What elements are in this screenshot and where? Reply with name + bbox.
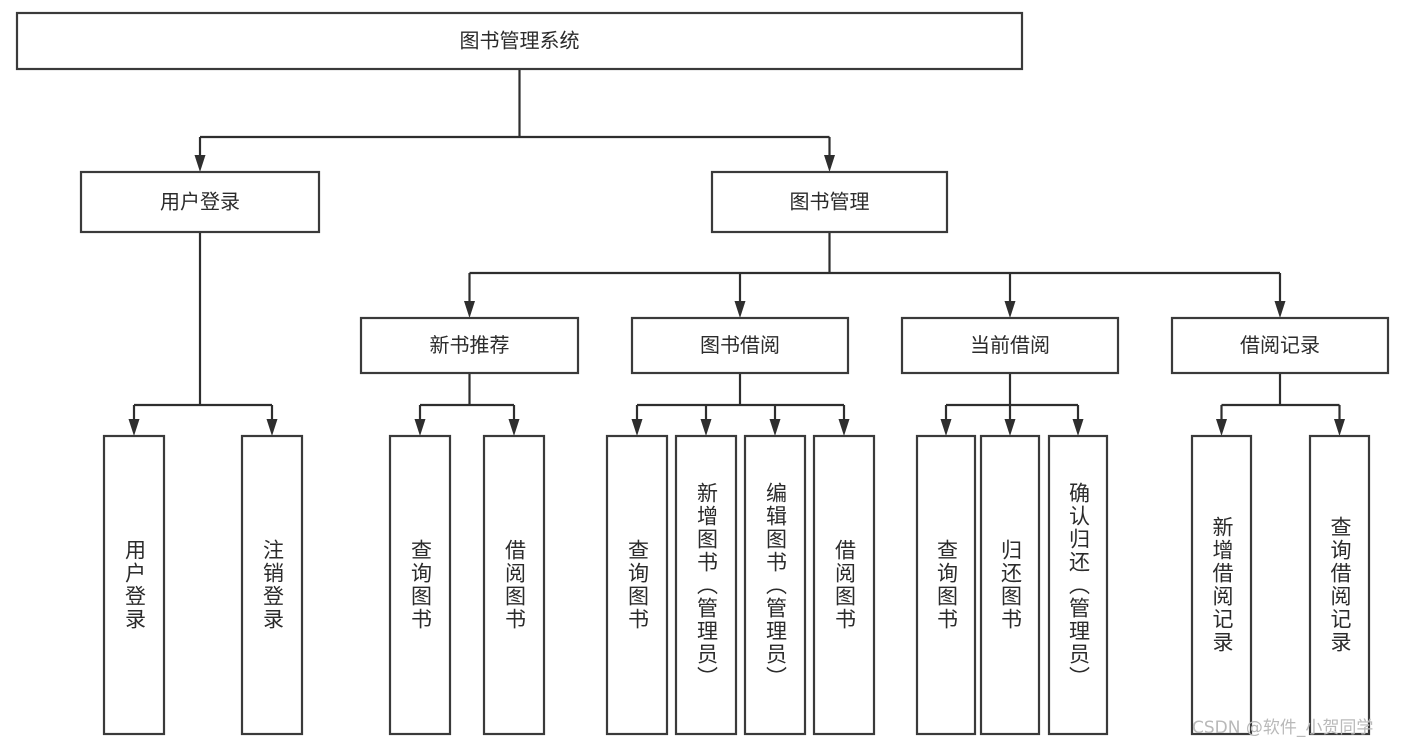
node-label: 图书管理: [790, 190, 870, 214]
arrowhead: [700, 419, 712, 436]
connector-group-current-borrow: [940, 373, 1084, 436]
node-box[interactable]: [15, 11, 1024, 71]
watermark-text: CSDN @软件_小贺同学: [1192, 718, 1374, 738]
node-box[interactable]: [79, 170, 321, 234]
node-book-borrow[interactable]: 图书借阅: [630, 316, 850, 375]
arrowhead: [194, 155, 206, 172]
node-box[interactable]: [743, 434, 807, 736]
node-label: 图书借阅: [700, 333, 780, 357]
node-leaf-confirm-return[interactable]: [1047, 434, 1109, 736]
arrowhead: [266, 419, 278, 436]
arrowhead: [414, 419, 426, 436]
node-label: 当前借阅: [970, 333, 1050, 357]
node-label: 新书推荐: [430, 333, 510, 357]
node-box[interactable]: [1190, 434, 1253, 736]
node-box[interactable]: [388, 434, 452, 736]
arrowhead: [1004, 301, 1016, 318]
node-leaf-query-book-3[interactable]: [915, 434, 977, 736]
node-leaf-user-login[interactable]: [102, 434, 166, 736]
connector-group-root: [194, 69, 835, 172]
arrowhead: [824, 155, 835, 172]
node-book-manage[interactable]: 图书管理: [710, 170, 949, 234]
node-leaf-borrow-book-1[interactable]: [482, 434, 546, 736]
arrowhead: [631, 419, 643, 436]
node-leaf-edit-book[interactable]: [743, 434, 807, 736]
node-leaf-query-record[interactable]: [1308, 434, 1371, 736]
node-box[interactable]: [1047, 434, 1109, 736]
arrowhead: [838, 419, 850, 436]
node-new-book-recommend[interactable]: 新书推荐: [359, 316, 580, 375]
node-box[interactable]: [240, 434, 304, 736]
node-leaf-logout[interactable]: [240, 434, 304, 736]
arrowhead: [940, 419, 952, 436]
node-root[interactable]: 图书管理系统: [15, 11, 1024, 71]
node-box[interactable]: [482, 434, 546, 736]
node-leaf-add-record[interactable]: [1190, 434, 1253, 736]
arrowhead: [1334, 419, 1345, 436]
node-box[interactable]: [102, 434, 166, 736]
arrowhead: [1072, 419, 1084, 436]
node-current-borrow[interactable]: 当前借阅: [900, 316, 1120, 375]
connector-group-new-book-recommend: [414, 373, 520, 436]
arrowhead: [1004, 419, 1016, 436]
node-leaf-query-book-1[interactable]: [388, 434, 452, 736]
arrowhead: [1216, 419, 1227, 436]
arrowhead: [1274, 301, 1286, 318]
node-box[interactable]: [674, 434, 738, 736]
node-box[interactable]: [812, 434, 876, 736]
node-leaf-add-book[interactable]: [674, 434, 738, 736]
connector-group-book-manage: [464, 232, 1286, 318]
arrowhead: [128, 419, 140, 436]
node-box[interactable]: [979, 434, 1041, 736]
node-borrow-record[interactable]: 借阅记录: [1170, 316, 1390, 375]
node-box[interactable]: [900, 316, 1120, 375]
node-leaf-return-book[interactable]: [979, 434, 1041, 736]
node-label: 图书管理系统: [460, 29, 580, 53]
connector-group-borrow-record: [1216, 373, 1345, 436]
node-box[interactable]: [1308, 434, 1371, 736]
node-box[interactable]: [710, 170, 949, 234]
node-box[interactable]: [1170, 316, 1390, 375]
node-box[interactable]: [605, 434, 669, 736]
node-box[interactable]: [359, 316, 580, 375]
node-label: 用户登录: [160, 190, 240, 214]
arrowhead: [734, 301, 746, 318]
node-label: 借阅记录: [1240, 333, 1320, 357]
arrowhead: [769, 419, 781, 436]
connector-group-user-login: [128, 232, 278, 436]
node-box[interactable]: [915, 434, 977, 736]
arrowhead: [464, 301, 475, 318]
arrowhead: [508, 419, 520, 436]
node-leaf-query-book-2[interactable]: [605, 434, 669, 736]
node-leaf-borrow-book-2[interactable]: [812, 434, 876, 736]
node-box[interactable]: [630, 316, 850, 375]
connector-group-book-borrow: [631, 373, 850, 436]
node-user-login[interactable]: 用户登录: [79, 170, 321, 234]
